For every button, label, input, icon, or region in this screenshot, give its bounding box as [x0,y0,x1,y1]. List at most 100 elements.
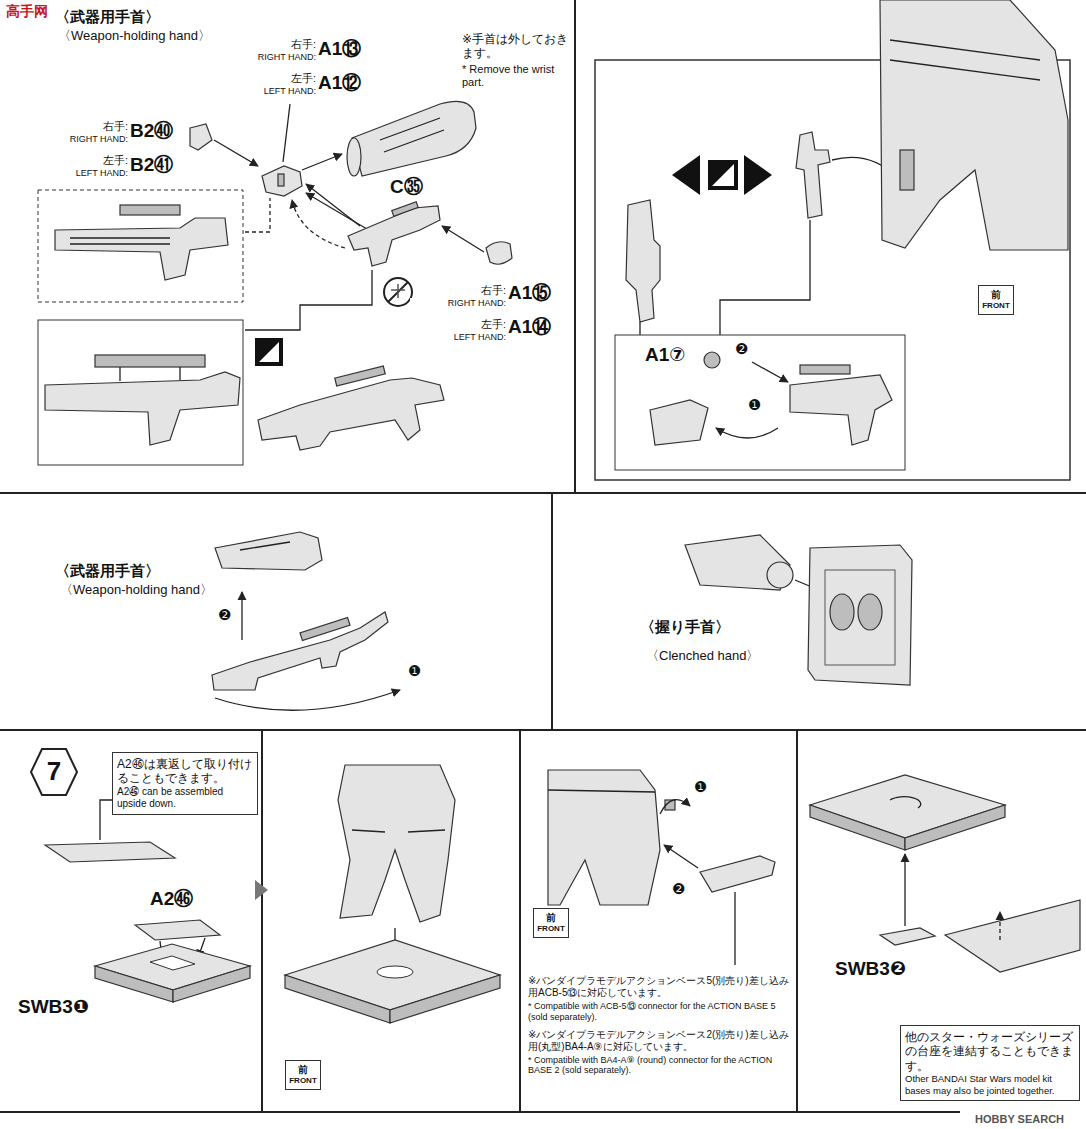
forearm-part [767,562,793,588]
hand-label: 右手: [420,284,506,297]
note-text: Other BANDAI Star Wars model kit bases m… [905,1073,1075,1096]
trooper-hips [548,770,660,905]
trooper-hips [664,845,698,868]
part-number: A1⑫ [318,72,361,95]
note: * Compatible with ACB-5⑬ connector for t… [528,1001,790,1023]
note: * Remove the wrist part. [462,63,570,89]
forearm-part [347,138,361,176]
alternate-icon [712,164,734,186]
hand-label: 右手: [40,120,128,133]
long-rifle [215,690,400,710]
assembly-arrow [245,198,270,232]
part-number: SWB3❷ [835,958,906,981]
watermark: HOBBY SEARCH [975,1113,1064,1126]
long-rifle [258,378,444,450]
part-number: B2㊶ [130,154,173,177]
trooper-legs [390,975,500,1023]
hand-label: RIGHT HAND: [230,52,316,63]
trooper-thigh [880,0,1068,250]
no-symbol [388,282,408,302]
base-plate [45,842,175,862]
blaster-part [720,132,898,335]
hexagon-outline [31,749,77,795]
trooper-thigh [890,40,1040,80]
scope-rifle [800,365,850,374]
note-text: A2㊻は裏返して取り付けることもできます。 [117,757,253,786]
hand-part [190,124,212,150]
hand-label: RIGHT HAND: [30,134,128,145]
scope-rifle [790,375,892,445]
forearm-part [215,532,322,640]
hand-label: 左手: [240,72,316,85]
section-heading: 〈武器用手首〉 [55,562,160,580]
long-rifle [639,322,640,335]
detail-inset [95,355,205,367]
alternate-icon [255,338,283,366]
scope-rifle [650,400,708,445]
long-rifle [258,366,444,450]
no-symbol [391,284,405,298]
panel-frame [519,730,521,1112]
swap-arrow [672,155,772,195]
forearm-part [352,101,476,176]
hand-label: 左手: [40,154,128,167]
step-number: ❷ [218,606,231,624]
scope-rifle [752,362,788,382]
hand-part [278,174,284,186]
assembly-arrow [214,140,258,166]
detail-inset [38,190,243,465]
no-symbol [384,278,412,306]
forearm-part [241,592,242,640]
section-heading: 〈Clenched hand〉 [646,648,759,664]
forearm-part [215,532,322,570]
base-plate [45,800,250,1002]
detail-inset [120,367,180,381]
long-rifle [212,612,400,710]
display-stand [808,545,912,685]
base-joint [945,900,1080,972]
part-number: A1⑬ [318,38,361,61]
scope-rifle [704,352,720,368]
step-hexagon: 7 [30,748,78,796]
hand-label: 右手: [240,38,316,51]
step-number: 7 [47,756,61,787]
assembly-arrow [442,226,484,252]
watermark: 高手网 [6,3,48,20]
direction-label: 前 [289,1064,317,1076]
part-number: SWB3❶ [18,996,89,1019]
inset-box [615,335,905,470]
panel-frame [0,1111,960,1113]
direction-label: 前 [982,289,1010,301]
forearm-part [380,118,444,152]
note-box: 他のスター・ウォーズシリーズの台座を連結することもできます。Other BAND… [900,1025,1080,1101]
long-rifle [626,200,660,322]
front-icon: 前FRONT [533,908,569,938]
assembly-arrow [245,270,372,330]
hand-label: LEFT HAND: [230,86,316,97]
base-joint [810,775,1005,838]
base-joint [999,912,1000,940]
detail-inset [70,238,170,244]
panel-frame [796,730,798,1112]
base-plate [100,800,112,840]
step-number: ❶ [408,662,421,680]
long-rifle [335,366,385,386]
forearm-part [347,101,476,176]
scope-rifle [716,428,778,438]
front-icon: 前FRONT [978,285,1014,315]
alternate-icon [708,160,738,190]
direction-label: FRONT [289,1076,317,1086]
blaster-part [796,132,830,218]
trooper-thigh [900,150,914,190]
trooper-legs [285,940,500,1010]
detail-inset [38,320,243,465]
part-number: A1⑭ [508,316,551,339]
section-heading: 〈武器用手首〉 [55,8,160,26]
detail-inset [45,372,240,445]
trooper-legs [352,830,445,832]
base-plate [95,966,173,1002]
long-rifle [626,200,660,335]
note-box: A2㊻は裏返して取り付けることもできます。A2㊻ can be assemble… [112,752,258,815]
hand-label: LEFT HAND: [410,332,506,343]
part-number: B2㊵ [130,120,173,143]
